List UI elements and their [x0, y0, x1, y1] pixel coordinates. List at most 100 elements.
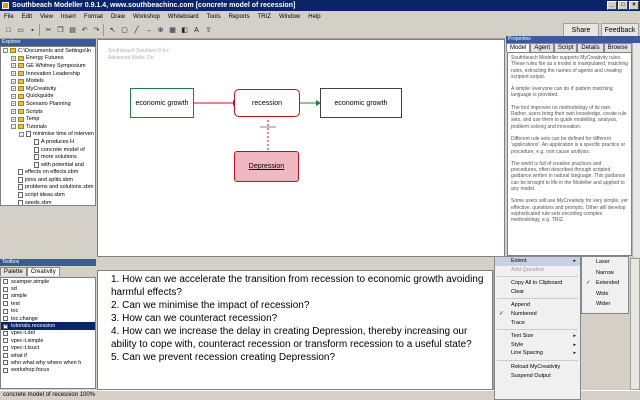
pointer-icon[interactable]: ↖ [109, 27, 116, 34]
tree-item[interactable]: +Scenario Planning [1, 100, 95, 108]
tab-agent[interactable]: Agent [530, 43, 555, 52]
menu-item-suspend-output[interactable]: Suspend Output [495, 372, 580, 381]
tree-item[interactable]: +Quickguide [1, 93, 95, 101]
expander-icon[interactable]: + [11, 93, 16, 99]
new-icon[interactable]: □ [6, 26, 11, 34]
menu-help[interactable]: Help [308, 13, 321, 20]
expander-icon[interactable]: + [11, 71, 16, 77]
menu-item-extent[interactable]: Extent▸ [495, 257, 580, 266]
node-economic-growth-right[interactable]: economic growth [320, 88, 402, 118]
rule-item[interactable]: vpec-t.tsuct [1, 345, 95, 352]
tree-item[interactable]: seeds.sbm [1, 199, 95, 205]
close-button[interactable]: × [629, 1, 639, 10]
undo-icon[interactable]: ↶ [81, 27, 88, 34]
paste-icon[interactable]: ▤ [69, 27, 76, 34]
node-economic-growth-left[interactable]: economic growth [130, 88, 194, 118]
tree-item[interactable]: +Models [1, 77, 95, 85]
menu-tools[interactable]: Tools [206, 13, 221, 20]
tree-item[interactable]: concrete model of [1, 146, 95, 154]
rule-checkbox[interactable] [3, 308, 8, 314]
menu-item-append[interactable]: Append [495, 301, 580, 310]
expander-icon[interactable]: + [11, 101, 16, 107]
redo-icon[interactable]: ↷ [93, 27, 100, 34]
tab-palette[interactable]: Palette [0, 267, 27, 276]
grid-icon[interactable]: ▦ [169, 27, 176, 34]
box-icon[interactable]: ▢ [121, 27, 128, 34]
tree-item[interactable]: more solutions [1, 153, 95, 161]
rule-item[interactable]: scamper.simple [1, 278, 95, 285]
menu-reports[interactable]: Reports [228, 13, 250, 20]
rule-item[interactable]: sd [1, 285, 95, 292]
rule-item[interactable]: simple [1, 293, 95, 300]
submenu-item-wider[interactable]: Wider [582, 299, 628, 310]
expander-icon[interactable]: + [11, 86, 16, 92]
tree-item[interactable]: script ideas.sbm [1, 191, 95, 199]
output-text[interactable]: 1. How can we accelerate the transition … [97, 270, 493, 390]
text-icon[interactable]: A [194, 26, 199, 34]
tab-browse[interactable]: Browse [603, 43, 632, 52]
rule-item[interactable]: vpec-t.del [1, 330, 95, 337]
menu-file[interactable]: File [4, 13, 14, 20]
menu-draw[interactable]: Draw [110, 13, 125, 20]
properties-scrollbar[interactable] [632, 43, 640, 257]
minimize-button[interactable]: _ [607, 1, 617, 10]
rule-item[interactable]: toc [1, 308, 95, 315]
menu-item-text-size[interactable]: Text Size▸ [495, 332, 580, 341]
tree-item[interactable]: +Energy Futures [1, 55, 95, 63]
rule-item[interactable]: test [1, 300, 95, 307]
right-scrollbar[interactable] [630, 258, 640, 390]
rule-item[interactable]: toc.change [1, 315, 95, 322]
rule-checkbox[interactable] [3, 345, 8, 351]
menu-item-add-question[interactable]: Add Question [495, 266, 580, 275]
rule-item[interactable]: what if [1, 352, 95, 359]
tree-item[interactable]: -Tutorials [1, 123, 95, 131]
zoom-icon[interactable]: ⊕ [157, 27, 164, 34]
arrow-icon[interactable]: → [145, 26, 152, 34]
menu-item-style[interactable]: Style▸ [495, 341, 580, 350]
tree-item[interactable]: effects on effects.sbm [1, 169, 95, 177]
menu-whiteboard[interactable]: Whiteboard [167, 13, 199, 20]
menu-view[interactable]: View [40, 13, 53, 20]
tree-item[interactable]: joins and splits.sbm [1, 176, 95, 184]
rule-checkbox[interactable]: ✓ [3, 322, 9, 329]
expander-icon[interactable]: + [11, 55, 16, 61]
menu-window[interactable]: Window [278, 13, 301, 20]
menu-item-line-spacing[interactable]: Line Spacing▸ [495, 349, 580, 358]
menu-item-trace[interactable]: Trace [495, 319, 580, 328]
tree-item[interactable]: +MyCreativity [1, 85, 95, 93]
rule-checkbox[interactable] [3, 301, 8, 307]
tab-creativity[interactable]: Creativity [26, 267, 60, 276]
menu-workshop[interactable]: Workshop [132, 13, 160, 20]
maximize-button[interactable]: □ [618, 1, 628, 10]
line-icon[interactable]: ╱ [134, 27, 139, 34]
submenu-item-extended[interactable]: Extended✓ [582, 278, 628, 289]
color-icon[interactable]: ◧ [181, 27, 188, 34]
save-icon[interactable]: ▪ [31, 26, 34, 34]
expander-icon[interactable]: - [19, 131, 24, 137]
tab-model[interactable]: Model [506, 43, 531, 52]
expander-icon[interactable]: + [11, 109, 16, 115]
expander-icon[interactable]: - [3, 48, 8, 54]
tree-item[interactable]: -minimise time of interven [1, 131, 95, 139]
rule-checkbox[interactable] [3, 286, 8, 292]
tree-item[interactable]: +Temp [1, 115, 95, 123]
menu-item-clear[interactable]: Clear [495, 288, 580, 297]
menu-item-copy-all-to-clipboard[interactable]: Copy All to Clipboard [495, 279, 580, 288]
tree-item[interactable]: -C:\Documents and Settings\In [1, 47, 95, 55]
menu-item-numbered[interactable]: Numbered✓ [495, 310, 580, 319]
node-recession[interactable]: recession [234, 89, 300, 117]
tree-item[interactable]: with potential and [1, 161, 95, 169]
rule-checkbox[interactable] [3, 353, 8, 359]
tab-script[interactable]: Script [554, 43, 578, 52]
copy-icon[interactable]: ❐ [57, 27, 64, 34]
tree-item[interactable]: problems and solutions.sbm [1, 184, 95, 192]
rule-item[interactable]: workshop.focus [1, 367, 95, 374]
menu-item-reload-mycreativity[interactable]: Reload MyCreativity [495, 363, 580, 372]
expander-icon[interactable]: + [11, 78, 16, 84]
rule-checkbox[interactable] [3, 279, 8, 285]
menu-triz[interactable]: TRIZ [257, 13, 271, 20]
rule-item[interactable]: vpec-t.simple [1, 337, 95, 344]
menu-format[interactable]: Format [83, 13, 103, 20]
rule-checkbox[interactable] [3, 338, 8, 344]
tree-item[interactable]: +Innovation Leadership [1, 70, 95, 78]
